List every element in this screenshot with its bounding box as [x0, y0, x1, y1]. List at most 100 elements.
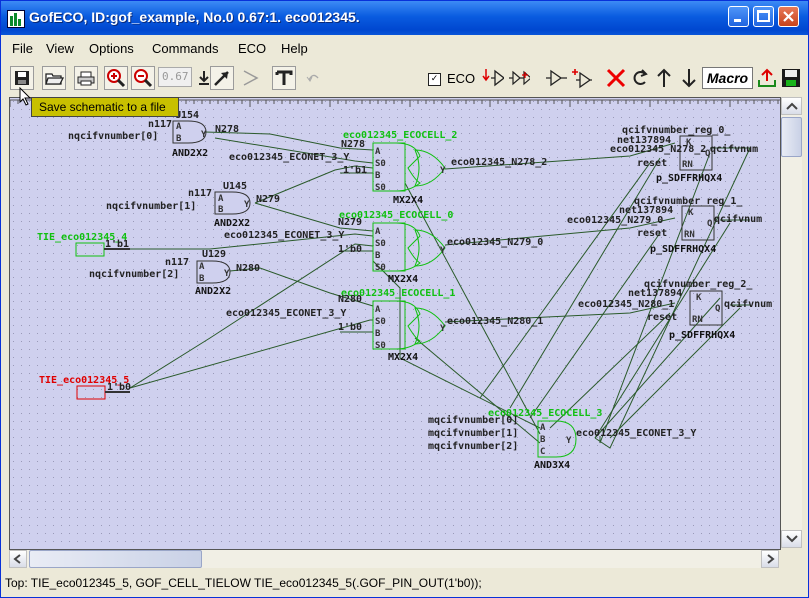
eco-cell-1-inst: eco012345_ECOCELL_1	[341, 288, 455, 299]
pin-label: RN	[682, 160, 693, 170]
net-label: eco012345_N280_1	[447, 316, 543, 327]
horizontal-scrollbar[interactable]	[9, 550, 779, 568]
zoom-level-field[interactable]: 0.67	[158, 67, 192, 87]
menu-options[interactable]: Options	[89, 41, 134, 56]
eco-checkbox[interactable]: ✓	[428, 73, 441, 86]
select-arrow-icon	[214, 71, 229, 86]
vertical-scrollbar[interactable]	[781, 97, 802, 548]
gate-u145[interactable]: U145 A B Y AND2X2 n117 nqcifvnumber[1] N…	[106, 181, 280, 229]
open-button[interactable]	[42, 66, 66, 90]
scroll-left-button[interactable]	[9, 550, 27, 568]
zoom-out-button[interactable]	[131, 66, 155, 90]
undo-icon	[306, 74, 319, 82]
maximize-button[interactable]	[753, 6, 774, 27]
download-arrow-icon	[199, 71, 209, 85]
zoom-in-button[interactable]	[104, 66, 128, 90]
gate-u129[interactable]: U129 A B Y AND2X2 n117 nqcifvnumber[2] N…	[89, 249, 260, 297]
move-down-button[interactable]	[677, 66, 701, 90]
gate-u145-type: AND2X2	[214, 218, 250, 229]
vertical-scroll-thumb[interactable]	[781, 117, 802, 157]
net-label: mqcifvnumber[1]	[428, 427, 518, 439]
eco-cell-2-inst: eco012345_ECOCELL_2	[343, 130, 457, 141]
net-label: eco012345_N278_2	[610, 144, 706, 155]
net-label: N280	[338, 294, 362, 305]
flipflop-reg-1[interactable]: qcifvnumber_reg_1_ K Q RN p_SDFFRHQX4 ne…	[567, 195, 762, 255]
schematic-drawing[interactable]: U154 A B Y AND2X2 n117 nqcifvnumber[0] N…	[10, 98, 780, 549]
scroll-down-button[interactable]	[781, 530, 802, 548]
zoom-apply-button[interactable]	[192, 66, 216, 90]
menu-eco[interactable]: ECO	[238, 41, 267, 56]
move-up-button[interactable]	[652, 66, 676, 90]
delete-button[interactable]	[604, 66, 628, 90]
pin-label: A	[218, 194, 224, 204]
pin-label: Q	[715, 304, 721, 314]
horizontal-scroll-thumb[interactable]	[29, 550, 202, 568]
tie-cell-4-value: 1'b1	[105, 239, 129, 250]
eco-cell-3-inst: eco012345_ECOCELL_3	[488, 408, 602, 419]
tie-cell-5[interactable]: TIE_eco012345_5 1'b0	[39, 375, 131, 400]
select-tool-button[interactable]	[210, 66, 234, 90]
gate-u145-inst: U145	[223, 181, 247, 192]
eco-cell-1-mux[interactable]: eco012345_ECOCELL_1 A S0 B S0 Y MX2X4 N2…	[226, 288, 543, 363]
gate-u154[interactable]: U154 A B Y AND2X2 n117 nqcifvnumber[0] N…	[68, 110, 239, 159]
net-label: 1'b0	[338, 244, 362, 255]
insert-buffer-down-button[interactable]	[481, 66, 505, 90]
add-gate-icon	[572, 69, 592, 89]
net-label: N280	[236, 263, 260, 274]
undo-button[interactable]	[301, 66, 325, 90]
flipflop-reg-0-inst: qcifvnumber_reg_0_	[622, 124, 731, 136]
tie-cell-4[interactable]: TIE_eco012345_4 1'b1	[37, 232, 130, 257]
pin-label: Y	[440, 246, 446, 256]
net-label: N278	[215, 124, 239, 135]
scroll-up-button[interactable]	[781, 97, 802, 115]
eco-cell-3-and3[interactable]: eco012345_ECOCELL_3 A B C Y AND3X4 mqcif…	[428, 408, 696, 471]
pin-label: A	[176, 122, 182, 132]
close-button[interactable]	[778, 6, 799, 27]
save-eco-button[interactable]	[779, 66, 803, 90]
rotate-button[interactable]	[628, 66, 652, 90]
pin-label: K	[688, 208, 694, 218]
scroll-right-button[interactable]	[761, 550, 779, 568]
macro-button[interactable]: Macro	[702, 67, 753, 89]
play-button[interactable]	[238, 66, 262, 90]
pin-label: B	[375, 251, 381, 261]
net-label: reset	[637, 158, 667, 169]
wires	[129, 131, 751, 449]
upload-button[interactable]	[755, 66, 779, 90]
title-bar[interactable]: GofECO, ID:gof_example, No.0 0.67:1. eco…	[1, 1, 808, 35]
net-label: net137894	[619, 205, 673, 216]
gate-u129-inst: U129	[202, 249, 226, 260]
add-gate-button[interactable]	[569, 66, 593, 90]
eco-cell-0-mux[interactable]: eco012345_ECOCELL_0 A S0 B S0 Y MX2X4 N2…	[224, 210, 543, 285]
text-tool-button[interactable]	[272, 66, 296, 90]
schematic-canvas[interactable]: U154 A B Y AND2X2 n117 nqcifvnumber[0] N…	[9, 97, 781, 550]
chevron-right-icon	[767, 554, 775, 564]
net-label: n117	[165, 257, 189, 268]
buffer-insert-down-icon	[482, 69, 504, 87]
minimize-button[interactable]	[728, 6, 749, 27]
flipflop-reg-0[interactable]: qcifvnumber_reg_0_ K Q RN p_SDFFRHQX4 ne…	[610, 124, 758, 184]
pin-label: A	[375, 227, 381, 237]
insert-gate-chain-button[interactable]	[507, 66, 531, 90]
menu-file[interactable]: File	[12, 41, 33, 56]
insert-buffer-button[interactable]	[544, 66, 568, 90]
flipflop-reg-2[interactable]: qcifvnumber_reg_2_ K Q RN p_SDFFRHQX4 ne…	[578, 278, 772, 341]
pin-label: Y	[566, 436, 572, 446]
menu-help[interactable]: Help	[281, 41, 308, 56]
pin-label: C	[540, 447, 545, 457]
pin-label: K	[686, 138, 692, 148]
net-label: N279	[256, 194, 280, 205]
buffer-chain-icon	[509, 70, 530, 86]
pin-label: S0	[375, 341, 386, 351]
eco-cell-2-mux[interactable]: eco012345_ECOCELL_2 A S0 B S0 Y MX2X4 N2…	[229, 130, 547, 206]
menu-view[interactable]: View	[46, 41, 74, 56]
tie-cell-5-value: 1'b0	[107, 382, 131, 393]
net-label: reset	[637, 228, 667, 239]
zoom-out-icon	[134, 69, 153, 88]
net-label: eco012345_N280_1	[578, 299, 674, 310]
flipflop-reg-2-inst: qcifvnumber_reg_2_	[644, 278, 753, 290]
menu-commands[interactable]: Commands	[152, 41, 219, 56]
pin-label: S0	[375, 159, 386, 169]
pin-label: A	[375, 305, 381, 315]
print-button[interactable]	[74, 66, 98, 90]
